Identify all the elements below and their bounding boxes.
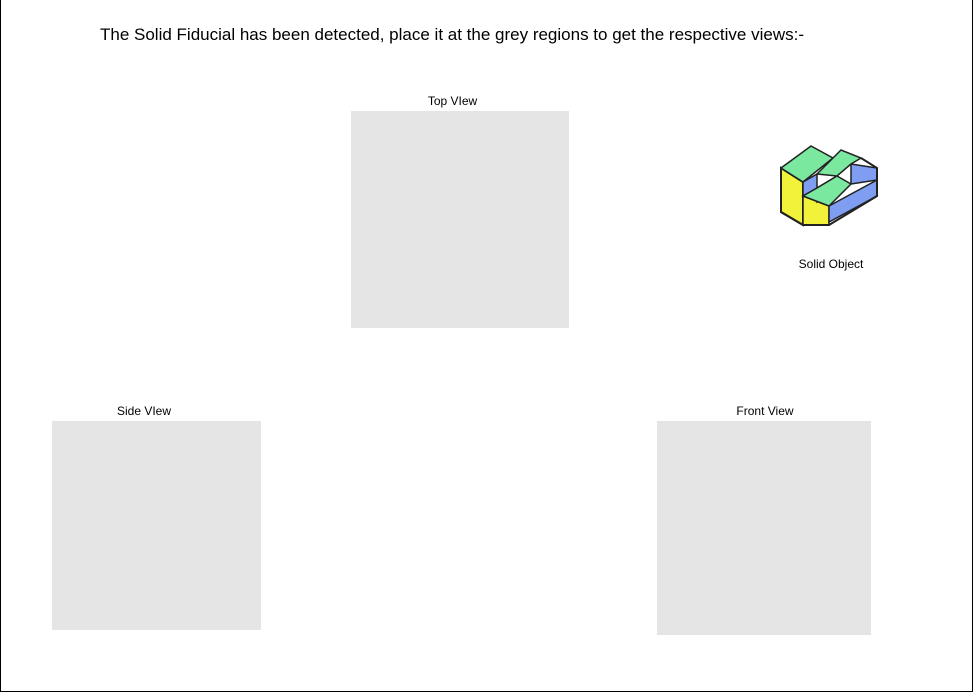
side-view-drop-region[interactable] bbox=[52, 421, 261, 630]
instruction-text: The Solid Fiducial has been detected, pl… bbox=[100, 25, 805, 44]
top-view-drop-region[interactable] bbox=[351, 111, 569, 328]
front-view-label: Front View bbox=[736, 404, 794, 418]
front-view-drop-region[interactable] bbox=[657, 421, 871, 635]
side-view-label: Side VIew bbox=[116, 404, 172, 418]
isometric-solid-block-icon[interactable] bbox=[771, 128, 887, 228]
top-view-label: Top VIew bbox=[427, 94, 478, 108]
solid-object-label: Solid Object bbox=[798, 257, 864, 271]
